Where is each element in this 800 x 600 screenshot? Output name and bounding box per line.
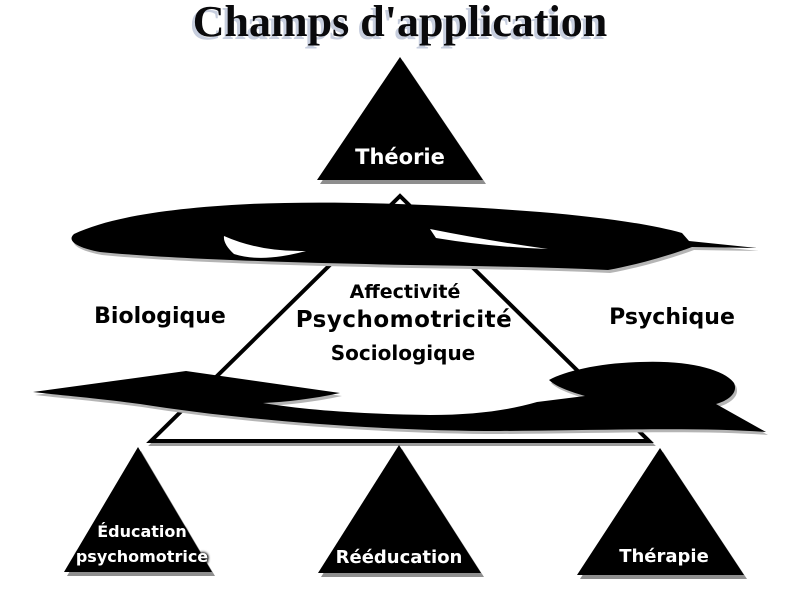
biologique-label: Biologique xyxy=(94,304,226,329)
upper-arrow-notch-left xyxy=(223,236,306,258)
psychomotricite-label: Psychomotricité xyxy=(295,307,513,333)
reeducation-label: Rééducation xyxy=(335,547,463,568)
education-label-line1: Éducation xyxy=(97,522,187,541)
therapie-triangle xyxy=(577,448,744,575)
affectivite-label: Affectivité xyxy=(349,281,461,303)
rotation-arrow-upper xyxy=(71,202,758,270)
upper-arrow-notch-right xyxy=(430,229,548,249)
education-label-line2: psychomotrice xyxy=(75,547,209,566)
theorie-triangle xyxy=(317,57,483,180)
psychique-label: Psychique xyxy=(609,305,735,330)
core-outline-triangle xyxy=(146,193,654,443)
theorie-label: Théorie xyxy=(355,145,445,169)
education-psychomotrice-label: Éducation psychomotrice xyxy=(76,519,208,569)
sociologique-label: Sociologique xyxy=(330,341,476,365)
therapie-label: Thérapie xyxy=(619,546,709,567)
rotation-arrow-lower xyxy=(33,361,766,432)
reeducation-triangle xyxy=(318,445,481,573)
education-triangle xyxy=(64,447,212,572)
page-title: Champs d'application xyxy=(192,0,608,46)
